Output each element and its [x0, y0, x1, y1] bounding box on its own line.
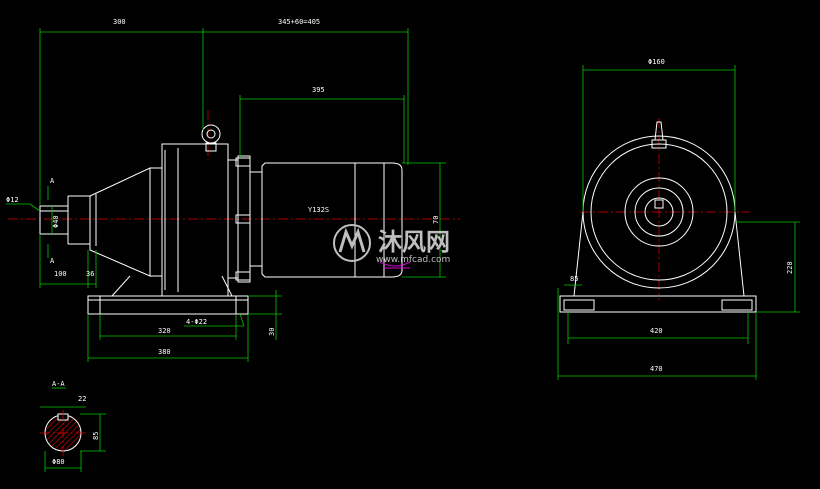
- front-dimensions: 300 345+60=405 395 70 Φ12 Φ40 100 36 320…: [6, 18, 446, 362]
- tapered-cover: [89, 167, 151, 277]
- dim-36: 36: [86, 270, 94, 278]
- dim-4-phi-22: 4-Φ22: [186, 318, 207, 326]
- section-label: A-A: [52, 380, 65, 388]
- watermark-logo-icon: [333, 224, 371, 262]
- dim-phi-160: Φ160: [648, 58, 665, 66]
- rotation-arrow: [379, 261, 411, 267]
- dim-70: 70: [432, 216, 440, 224]
- dim-phi-80: Φ80: [52, 458, 65, 466]
- motor-body: [261, 162, 403, 278]
- watermark-url: www.mfcad.com: [376, 255, 450, 265]
- front-view: Y132S A A: [8, 110, 460, 315]
- dim-300: 300: [113, 18, 126, 26]
- input-flange: [68, 195, 91, 245]
- dim-phi-12: Φ12: [6, 196, 19, 204]
- dim-470: 470: [650, 365, 663, 373]
- section-cut-top: A: [50, 177, 55, 185]
- section-cut-bottom: A: [50, 257, 55, 265]
- dim-320: 320: [158, 327, 171, 335]
- watermark-brand: 沐风网: [378, 228, 450, 256]
- dim-phi-40: Φ40: [52, 215, 60, 228]
- dim-100: 100: [54, 270, 67, 278]
- dim-395: 395: [312, 86, 325, 94]
- shaft-circle: [644, 197, 674, 227]
- dim-220: 220: [786, 261, 794, 274]
- dim-85: 85: [570, 275, 578, 283]
- side-base: [559, 295, 757, 313]
- dim-420: 420: [650, 327, 663, 335]
- dim-85-section: 85: [92, 432, 100, 440]
- motor-model-label: Y132S: [308, 206, 329, 214]
- dim-380: 380: [158, 348, 171, 356]
- eyebolt-ring: [201, 124, 221, 144]
- flange-circle: [624, 177, 694, 247]
- side-dimensions: Φ160 85 420 470 220: [557, 58, 800, 380]
- dim-22: 22: [78, 395, 86, 403]
- watermark: 沐风网 www.mfcad.com: [333, 224, 450, 265]
- section-a-a: A-A 22 85 Φ80: [40, 380, 106, 472]
- side-view: [559, 118, 757, 313]
- dim-345-60-405: 345+60=405: [278, 18, 320, 26]
- gear-housing: [161, 143, 229, 297]
- base-plate: [87, 295, 249, 315]
- dim-30: 30: [268, 328, 276, 336]
